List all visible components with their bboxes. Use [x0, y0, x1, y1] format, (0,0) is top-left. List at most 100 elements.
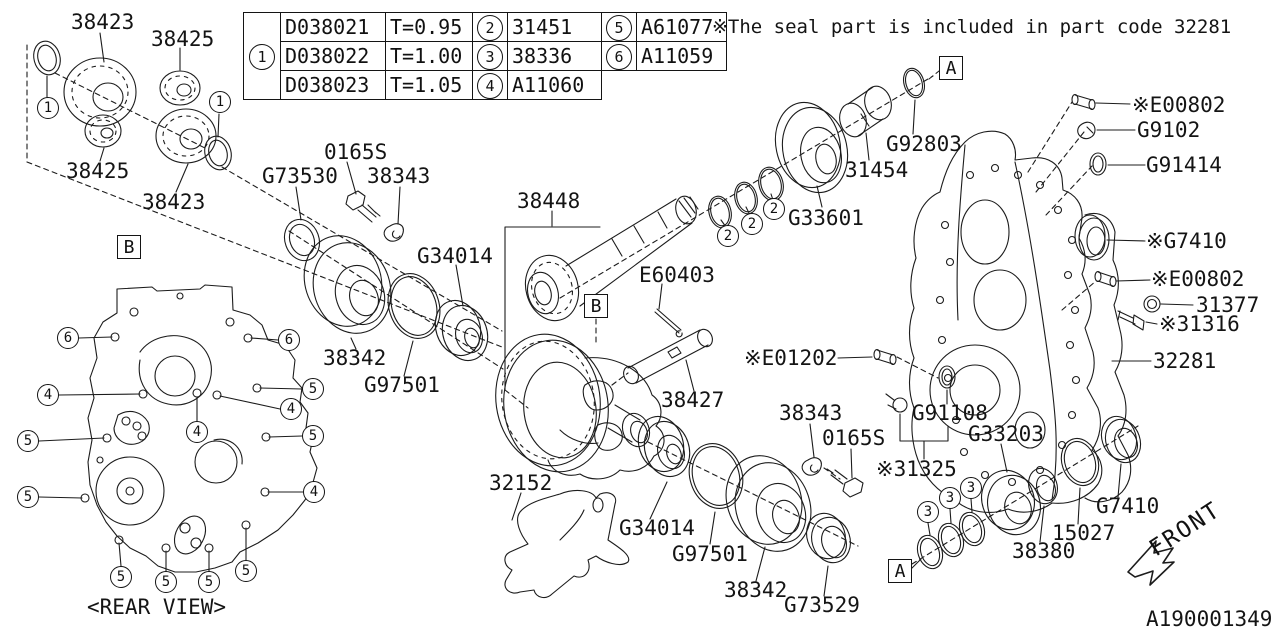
- circled-marker-1: 1: [249, 43, 275, 70]
- table-cell-thickness: T=1.05: [385, 70, 473, 100]
- case-small-parts-drawing: [837, 93, 1194, 460]
- circled-marker-1: 1: [209, 91, 231, 113]
- part-label-E00802: ※E00802: [1132, 93, 1226, 117]
- part-label-G34014: G34014: [619, 516, 695, 540]
- circled-marker-4: 4: [477, 72, 503, 99]
- part-label-G92803: G92803: [886, 132, 962, 156]
- part-label-G7410: G7410: [1096, 494, 1160, 518]
- part-label-32152: 32152: [489, 471, 553, 495]
- circled-marker-1: 1: [37, 97, 59, 119]
- circled-marker-6: 6: [606, 43, 632, 70]
- table-cell-thickness: T=0.95: [385, 12, 473, 42]
- stay-32152-drawing: [504, 489, 630, 599]
- circled-marker-3: 3: [477, 43, 503, 70]
- main-case-drawing: [908, 130, 1132, 513]
- diagram-code: A190001349: [1146, 607, 1273, 631]
- part-label-0165S: 0165S: [324, 140, 388, 164]
- circled-marker-3: 3: [917, 501, 939, 523]
- rear-view-case-drawing: [38, 284, 318, 573]
- part-label-31316: ※31316: [1159, 312, 1240, 336]
- part-label-G97501: G97501: [672, 542, 748, 566]
- circled-marker-5: 5: [198, 571, 220, 593]
- table-cell-code: D038023: [280, 70, 386, 100]
- part-label-G34014: G34014: [417, 244, 493, 268]
- part-label-E00802: ※E00802: [1151, 267, 1245, 291]
- table-marker-cell: 6: [601, 41, 637, 71]
- circled-marker-5: 5: [17, 486, 39, 508]
- section-marker-B: B: [117, 235, 141, 259]
- circled-marker-5: 5: [17, 430, 39, 452]
- part-label-G91414: G91414: [1146, 153, 1222, 177]
- circled-marker-5: 5: [235, 560, 257, 582]
- circled-marker-2: 2: [477, 14, 503, 41]
- circled-marker-3: 3: [939, 487, 961, 509]
- table-cell-code: A11059: [636, 41, 727, 71]
- part-label-G73530: G73530: [262, 164, 338, 188]
- shim-bearing-group-drawing: [910, 415, 1142, 570]
- part-label-G33601: G33601: [788, 206, 864, 230]
- front-arrow: [1127, 540, 1175, 586]
- circled-marker-6: 6: [57, 327, 79, 349]
- section-marker-B: B: [584, 294, 608, 318]
- part-label-G33203: G33203: [968, 422, 1044, 446]
- circled-marker-5: 5: [155, 571, 177, 593]
- part-label-G91108: G91108: [912, 401, 988, 425]
- table-cell-code: A61077: [636, 12, 727, 42]
- part-label-G9102: G9102: [1137, 118, 1201, 142]
- part-label-38425: 38425: [66, 159, 130, 183]
- circled-marker-4: 4: [303, 481, 325, 503]
- table-cell-code: D038022: [280, 41, 386, 71]
- part-label-38448: 38448: [517, 189, 581, 213]
- part-label-E60403: E60403: [639, 263, 715, 287]
- part-label-38423: 38423: [142, 190, 206, 214]
- table-marker-cell: 4: [472, 70, 508, 100]
- table-marker-cell: 2: [472, 12, 508, 42]
- section-marker-A: A: [939, 56, 963, 80]
- table-cell-code: A11060: [507, 70, 602, 100]
- circled-marker-5: 5: [110, 566, 132, 588]
- diff-case-drawing: [495, 333, 864, 597]
- seal-note: ※The seal part is included in part code …: [712, 16, 1232, 38]
- part-label-38380: 38380: [1012, 539, 1076, 563]
- circled-marker-2: 2: [763, 198, 785, 220]
- part-label-G97501: G97501: [364, 373, 440, 397]
- part-label-31377: 31377: [1196, 293, 1260, 317]
- part-label-32281: 32281: [1153, 349, 1217, 373]
- part-label-E01202: ※E01202: [744, 346, 838, 370]
- upper-drum-group-drawing: [283, 161, 504, 377]
- diff-gear-group-drawing: [26, 32, 503, 348]
- part-label-38423: 38423: [71, 10, 135, 34]
- part-label-38343: 38343: [367, 164, 431, 188]
- table-cell-code: 38336: [507, 41, 602, 71]
- pinion-shaft-drawing: [504, 67, 940, 409]
- part-label-38343: 38343: [779, 401, 843, 425]
- circled-marker-4: 4: [37, 384, 59, 406]
- part-label-31454: 31454: [845, 158, 909, 182]
- circled-marker-2: 2: [741, 213, 763, 235]
- part-label-15027: 15027: [1052, 521, 1116, 545]
- part-label-38342: 38342: [323, 346, 387, 370]
- circled-marker-4: 4: [186, 421, 208, 443]
- part-label-38342: 38342: [724, 578, 788, 602]
- part-label-0165S: 0165S: [822, 426, 886, 450]
- section-marker-A: A: [888, 559, 912, 583]
- table-cell-code: D038021: [280, 12, 386, 42]
- table-marker-cell: 3: [472, 41, 508, 71]
- circled-marker-5: 5: [302, 425, 324, 447]
- circled-marker-5: 5: [302, 378, 324, 400]
- circled-marker-3: 3: [960, 477, 982, 499]
- thickness-spec-table: 1 D038021 T=0.95 2 31451 5 A61077 D03802…: [243, 12, 727, 100]
- part-label-G7410-ref: ※G7410: [1146, 229, 1227, 253]
- circled-marker-6: 6: [278, 329, 300, 351]
- table-cell-code: 31451: [507, 12, 602, 42]
- table-cell-thickness: T=1.00: [385, 41, 473, 71]
- circled-marker-2: 2: [717, 225, 739, 247]
- part-label-G73529: G73529: [784, 593, 860, 617]
- circled-marker-5: 5: [606, 14, 632, 41]
- part-label-38427: 38427: [661, 388, 725, 412]
- rear-view-caption: <REAR VIEW>: [87, 595, 227, 619]
- table-marker-cell: 5: [601, 12, 637, 42]
- part-label-31325: ※31325: [876, 457, 957, 481]
